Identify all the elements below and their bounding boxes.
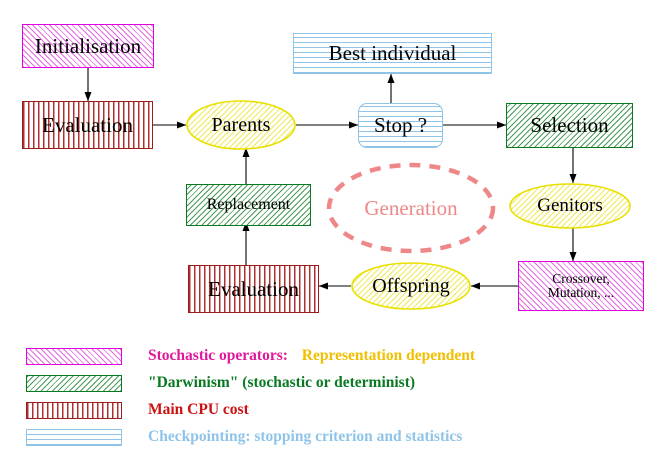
legend-row-main-cpu-cost: Main CPU cost <box>26 401 249 419</box>
node-offspring-label: Offspring <box>372 274 450 297</box>
node-replacement-label: Replacement <box>206 195 291 213</box>
legend-label-stochastic-operators: Stochastic operators: <box>148 347 288 364</box>
legend-row-darwinism: "Darwinism" (stochastic or determinist) <box>26 374 415 392</box>
node-selection[interactable]: Selection <box>506 103 633 148</box>
node-evaluation-top[interactable]: Evaluation <box>22 101 153 149</box>
node-genitors[interactable]: Genitors <box>509 183 631 229</box>
generation-cycle-ellipse <box>326 162 496 254</box>
legend-label-main-cpu-cost: Main CPU cost <box>148 401 249 418</box>
legend-label-darwinism: "Darwinism" (stochastic or determinist) <box>148 374 416 391</box>
node-stop-label: Stop ? <box>373 113 428 138</box>
legend-swatch-magenta <box>26 347 122 365</box>
node-crossover-label-line2: Mutation, ... <box>547 285 615 300</box>
legend-label-checkpointing: Checkpointing: stopping criterion and st… <box>148 428 463 445</box>
node-best-individual-label: Best individual <box>328 41 457 66</box>
legend-label-representation-dependent: Representation dependent <box>301 347 476 364</box>
node-parents[interactable]: Parents <box>186 100 296 150</box>
node-parents-label: Parents <box>211 113 271 136</box>
node-offspring[interactable]: Offspring <box>351 262 471 310</box>
node-selection-label: Selection <box>530 113 609 138</box>
legend-swatch-red <box>26 401 122 419</box>
node-evaluation-top-label: Evaluation <box>42 112 133 137</box>
node-replacement[interactable]: Replacement <box>186 184 311 226</box>
legend-row-stochastic-operators: Stochastic operators: Representation dep… <box>26 347 475 365</box>
node-genitors-label: Genitors <box>537 195 603 216</box>
node-generation-label: Generation <box>341 192 481 224</box>
node-best-individual[interactable]: Best individual <box>293 33 492 74</box>
node-initialisation[interactable]: Initialisation <box>22 24 154 68</box>
node-crossover-mutation[interactable]: Crossover, Mutation, ... <box>518 261 644 311</box>
generation-label: Generation <box>364 195 458 220</box>
node-stop[interactable]: Stop ? <box>358 103 443 148</box>
legend-swatch-green <box>26 374 122 392</box>
node-evaluation-bottom[interactable]: Evaluation <box>188 265 319 313</box>
node-initialisation-label: Initialisation <box>34 33 142 58</box>
legend-row-checkpointing: Checkpointing: stopping criterion and st… <box>26 428 462 446</box>
legend-swatch-blue <box>26 428 122 446</box>
node-crossover-label-line1: Crossover, <box>552 270 610 286</box>
node-evaluation-bottom-label: Evaluation <box>208 276 299 301</box>
